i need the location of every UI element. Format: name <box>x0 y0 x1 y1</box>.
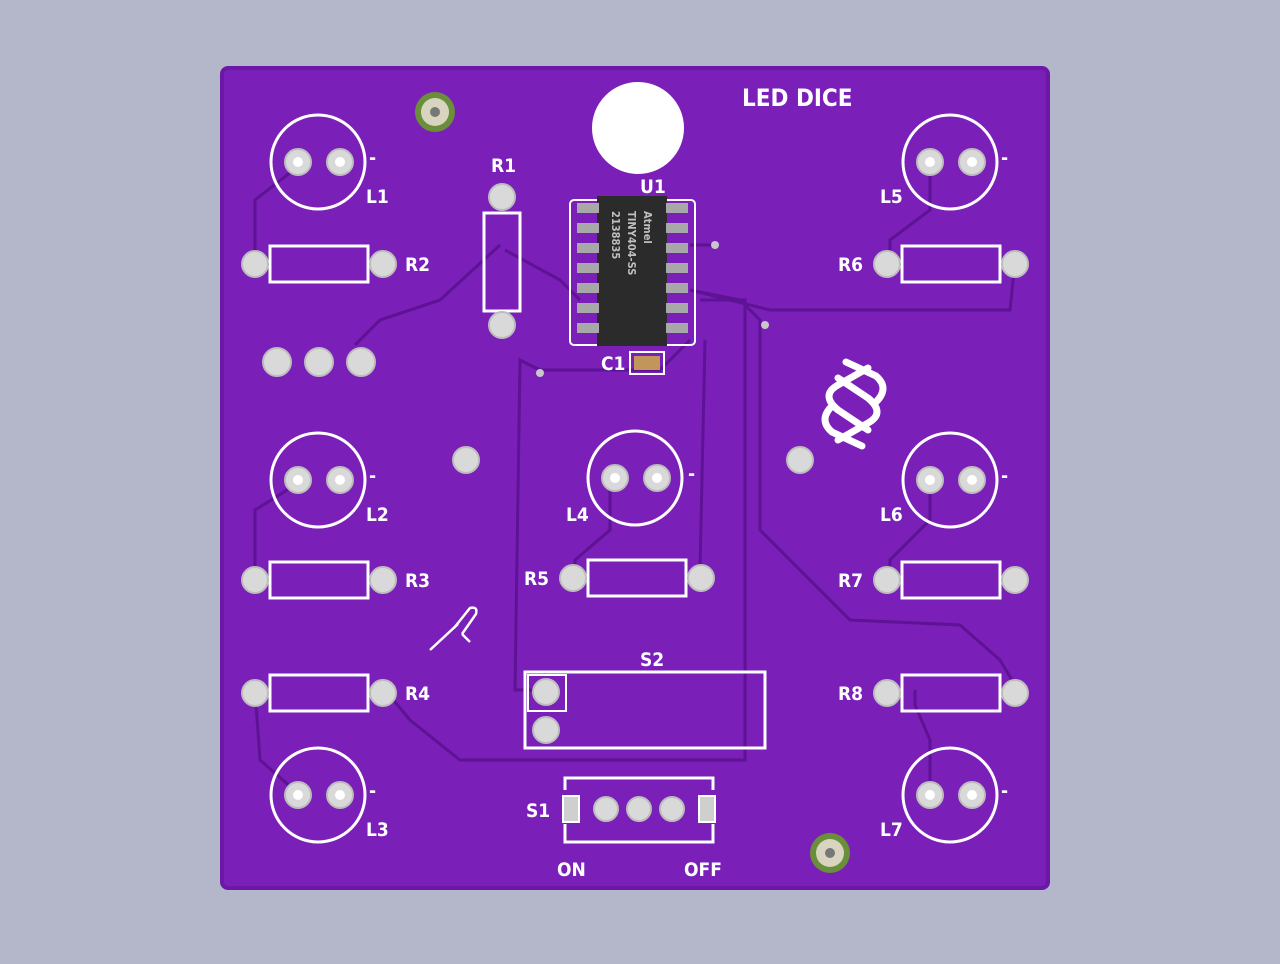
led-pads <box>284 148 986 809</box>
label-r4: R4 <box>405 683 430 705</box>
mounting-hole <box>592 82 684 174</box>
screw-top-left <box>415 92 455 132</box>
label-u1: U1 <box>640 176 666 198</box>
chip-marking-brand: Atmel <box>641 211 654 244</box>
probe-icon <box>429 606 478 651</box>
label-r3: R3 <box>405 570 430 592</box>
label-s1: S1 <box>526 800 550 822</box>
label-r8: R8 <box>838 683 863 705</box>
label-l1-minus: - <box>369 147 376 169</box>
label-l3: L3 <box>366 819 389 841</box>
screw-bottom-right <box>810 833 850 873</box>
header-pads <box>262 347 376 377</box>
label-l2: L2 <box>366 504 389 526</box>
label-r5: R5 <box>524 568 549 590</box>
label-r7: R7 <box>838 570 863 592</box>
label-l6: L6 <box>880 504 903 526</box>
label-l2-minus: - <box>369 465 376 487</box>
label-l5-minus: - <box>1001 147 1008 169</box>
label-l7: L7 <box>880 819 903 841</box>
label-l4-minus: - <box>688 463 695 485</box>
label-l6-minus: - <box>1001 465 1008 487</box>
switch-s2 <box>523 670 767 750</box>
label-l4: L4 <box>566 504 589 526</box>
chip-marking-part: TINY404-SS <box>625 211 638 275</box>
board-title: LED DICE <box>742 84 853 112</box>
pcb-board <box>220 66 1050 890</box>
label-on: ON <box>557 859 586 881</box>
chip-marking-lot: 2138835 <box>609 211 622 259</box>
capacitor-c1 <box>629 351 665 375</box>
small-vias <box>536 241 769 377</box>
chip-u1: Atmel TINY404-SS 2138835 <box>569 196 696 346</box>
led-outlines <box>269 113 999 844</box>
label-off: OFF <box>684 859 722 881</box>
label-r6: R6 <box>838 254 863 276</box>
label-c1: C1 <box>601 353 625 375</box>
label-r2: R2 <box>405 254 430 276</box>
test-pads <box>452 446 814 474</box>
brand-logo-icon <box>821 358 887 450</box>
label-l5: L5 <box>880 186 903 208</box>
label-l1: L1 <box>366 186 389 208</box>
label-s2: S2 <box>640 649 664 671</box>
label-l3-minus: - <box>369 780 376 802</box>
resistor-pads <box>241 183 1029 707</box>
label-r1: R1 <box>491 155 516 177</box>
switch-s1 <box>558 776 720 844</box>
label-l7-minus: - <box>1001 780 1008 802</box>
